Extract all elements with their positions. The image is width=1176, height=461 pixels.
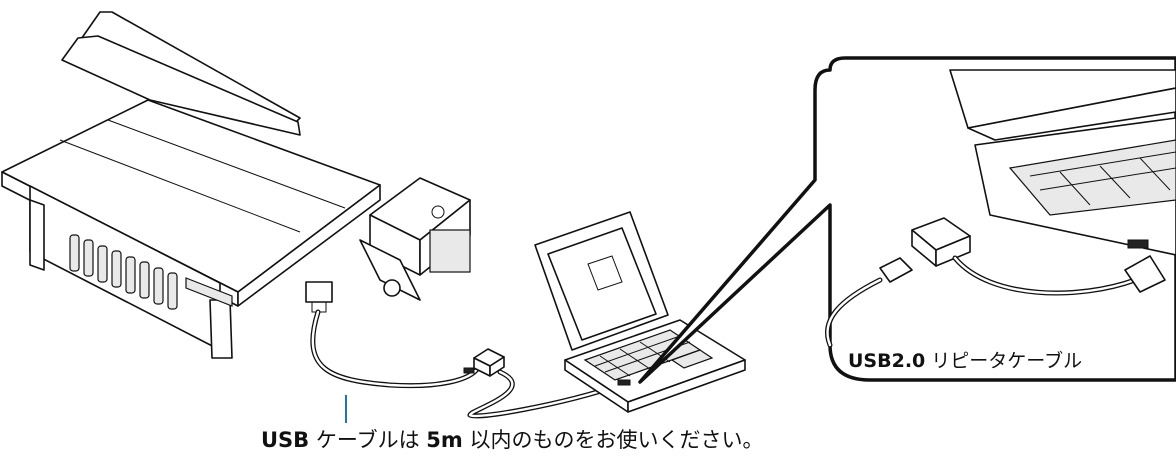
- zoom-callout: [638, 56, 1176, 384]
- uv-flatbed-printer: [1, 11, 471, 359]
- printer-usb-port: [305, 281, 333, 303]
- usb-cable-length-note: USB ケーブルは 5m 以内のものをお使いください。: [261, 424, 763, 454]
- caption-suffix-text: 以内のものをお使いください。: [462, 428, 764, 452]
- laptop: [534, 211, 746, 413]
- caption-usb-text: USB: [261, 428, 310, 452]
- zoom-usb-plug-left: [879, 257, 913, 283]
- zoom-usb-plug-right: [1124, 255, 1166, 293]
- laptop-usb-port: [1127, 239, 1149, 249]
- repeater-box: [463, 348, 505, 377]
- callout-usb-version: USB2.0: [848, 350, 926, 372]
- ink-cartridges: [69, 234, 178, 310]
- caption-length-text: 5m: [426, 428, 463, 452]
- caption-middle-text: ケーブルは: [309, 428, 427, 452]
- usb-cable: [310, 309, 623, 419]
- operation-panel: [185, 277, 233, 307]
- print-head-carriage: [359, 177, 471, 301]
- callout-cable-name: リピータケーブル: [925, 350, 1083, 372]
- repeater-cable-label: USB2.0 リピータケーブル: [848, 346, 1082, 373]
